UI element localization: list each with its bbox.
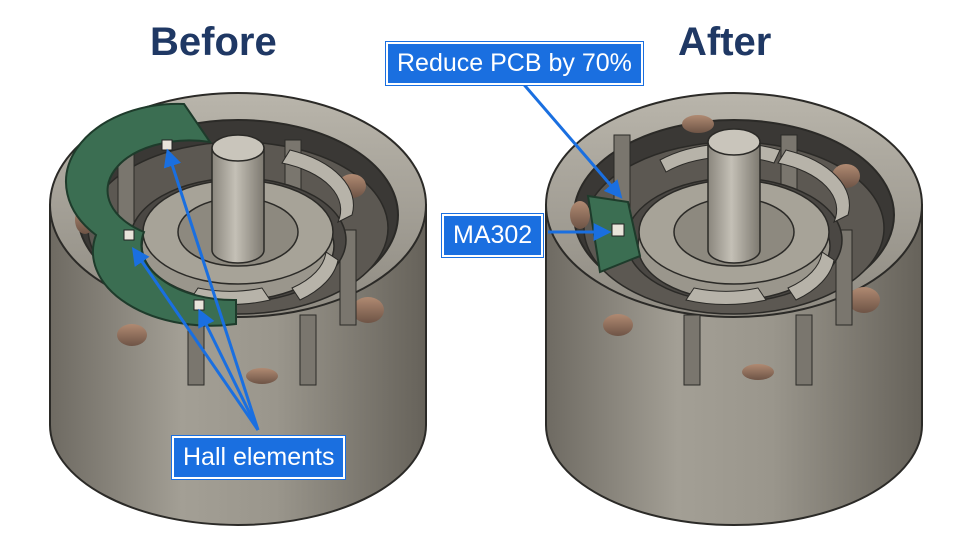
callout-reduce-pcb: Reduce PCB by 70% [386, 42, 643, 85]
ma302-chip [611, 223, 625, 237]
heading-before: Before [150, 20, 277, 64]
hall-element-chip [161, 139, 173, 151]
callout-ma302: MA302 [442, 214, 544, 257]
callout-arrows [131, 79, 623, 431]
hall-element-chip [123, 229, 135, 241]
motor-before [49, 92, 427, 526]
coil-group [570, 115, 880, 380]
motor-after [545, 92, 923, 526]
callout-hall-elements: Hall elements [172, 436, 346, 479]
pcb-large [65, 102, 237, 327]
hall-element-chip [193, 299, 205, 311]
heading-after: After [678, 20, 772, 64]
